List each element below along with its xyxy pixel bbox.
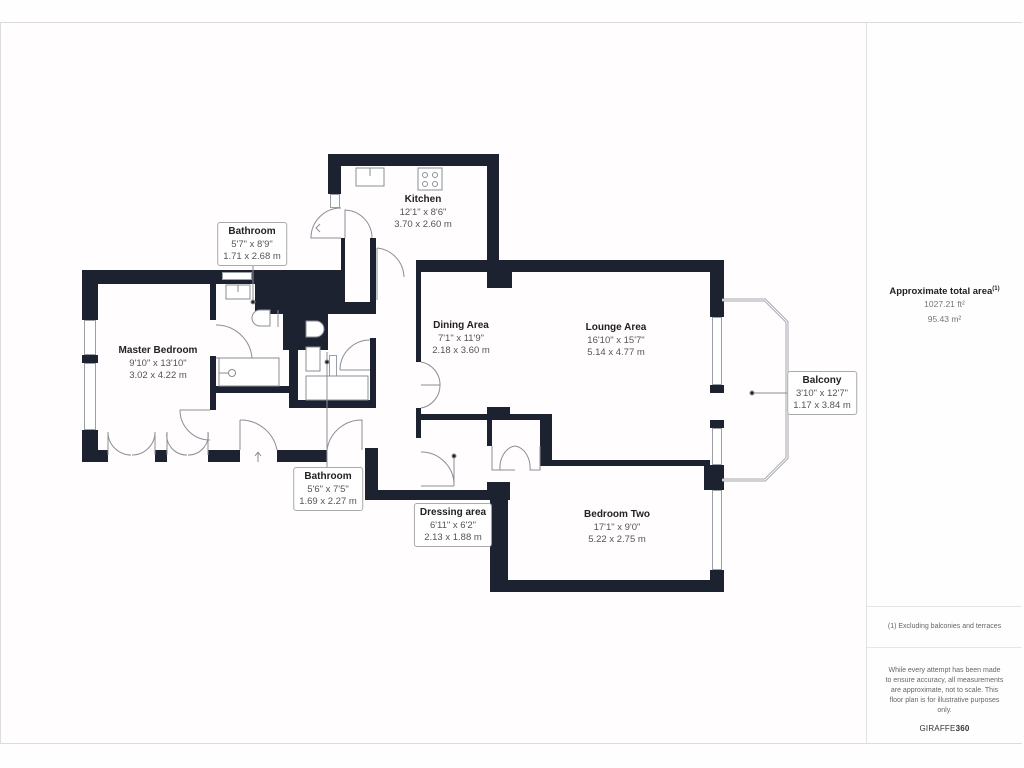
room-label-bathroom-1: Bathroom 5'7" x 8'9" 1.71 x 2.68 m — [217, 222, 287, 266]
wall — [365, 490, 510, 500]
wall — [490, 580, 724, 592]
wall — [370, 338, 376, 408]
room-label-balcony: Balcony 3'10" x 12'7" 1.17 x 3.84 m — [787, 371, 857, 415]
brand-logo: GIRAFFE360 — [919, 724, 970, 733]
wall — [328, 154, 499, 166]
wall — [710, 420, 724, 428]
window — [84, 363, 96, 430]
wall — [341, 238, 345, 312]
window — [330, 194, 340, 208]
wall — [710, 260, 724, 317]
wall — [82, 450, 108, 462]
wall — [210, 356, 216, 410]
disclaimer-section: While every attempt has been made to ens… — [867, 666, 1022, 733]
window — [712, 428, 722, 465]
wall — [487, 407, 510, 420]
wall — [82, 270, 98, 320]
room-label-bedroom-two: Bedroom Two 17'1" x 9'0" 5.22 x 2.75 m — [584, 509, 650, 545]
room-label-lounge-area: Lounge Area 16'10" x 15'7" 5.14 x 4.77 m — [585, 322, 647, 358]
total-area-ft2: 1027.21 ft² — [924, 299, 965, 310]
wall — [365, 448, 378, 500]
wall — [487, 414, 492, 446]
wall — [704, 465, 724, 490]
wall — [416, 270, 421, 362]
wall — [289, 400, 376, 408]
window — [712, 317, 722, 385]
wall — [710, 385, 724, 393]
room-label-bathroom-2: Bathroom 5'6" x 7'5" 1.69 x 2.27 m — [293, 467, 363, 511]
divider — [867, 647, 1022, 648]
room-label-kitchen: Kitchen 12'1" x 8'6" 3.70 x 2.60 m — [394, 194, 452, 230]
wall — [216, 386, 290, 393]
total-area-title: Approximate total area(1) — [889, 286, 1000, 298]
wall — [210, 284, 216, 320]
floor-plan: Kitchen 12'1" x 8'6" 3.70 x 2.60 m Bathr… — [82, 154, 857, 592]
wall — [289, 314, 298, 407]
wall — [277, 450, 327, 462]
wall — [328, 154, 341, 194]
room-label-dining-area: Dining Area 7'1" x 11'9" 2.18 x 3.60 m — [432, 320, 490, 356]
wall — [710, 570, 724, 592]
window — [84, 320, 96, 355]
room-label-master-bedroom: Master Bedroom 9'10" x 13'10" 3.02 x 4.2… — [118, 345, 198, 381]
wall — [487, 154, 499, 272]
wall — [155, 450, 167, 462]
wall — [370, 238, 376, 314]
footnote: (1) Excluding balconies and terraces — [887, 623, 1002, 630]
wall — [82, 355, 98, 363]
wall — [487, 260, 512, 288]
room-label-dressing-area: Dressing area 6'11" x 6'2" 2.13 x 1.88 m — [413, 503, 493, 547]
wall — [416, 414, 552, 420]
disclaimer-text: While every attempt has been made to ens… — [885, 667, 1004, 714]
info-sidebar: Approximate total area(1) 1027.21 ft² 95… — [866, 23, 1022, 743]
window — [222, 272, 252, 280]
wall — [208, 450, 240, 462]
divider — [867, 606, 1022, 607]
total-area-m2: 95.43 m² — [927, 314, 962, 325]
wall — [416, 408, 421, 438]
wall — [540, 460, 710, 466]
wall — [540, 414, 552, 466]
wall — [490, 482, 508, 592]
window — [712, 490, 722, 570]
total-area-section: Approximate total area(1) 1027.21 ft² 95… — [867, 286, 1022, 327]
fixtures-and-doors — [107, 167, 789, 487]
